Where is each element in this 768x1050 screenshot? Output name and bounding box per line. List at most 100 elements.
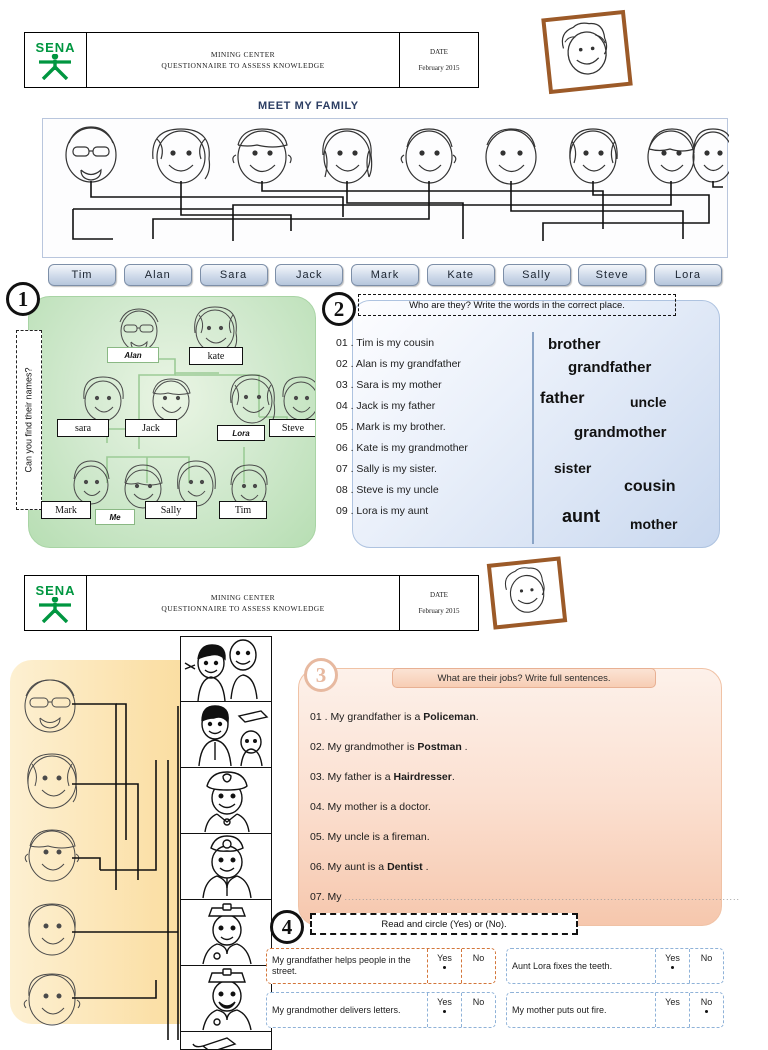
answer-option-yes[interactable]: Yes [427,949,461,983]
word-bank-item: aunt [562,506,600,526]
line-number: 02. [310,741,325,753]
exercise-4-prompt: Read and circle (Yes) or (No). [310,913,578,935]
name-chip-tim[interactable]: Tim [48,264,116,286]
job-picture-strip [180,636,272,1050]
answer-option-no[interactable]: No [461,993,495,1027]
line-answer[interactable]: Hairdresser [393,771,452,783]
job-picture-doctor [180,834,272,900]
no-mark [477,1010,480,1013]
tree-label-jack: Jack [125,419,177,437]
date-label: DATE [430,48,448,56]
exercise-3-answer-list: 01 . My grandfather is a Policeman. 02. … [310,702,739,912]
word-bank-item: father [540,390,585,407]
name-chip-lora[interactable]: Lora [654,264,722,286]
word-bank-item: cousin [624,478,676,495]
sentence-item: 03 . Sara is my mother [336,379,442,391]
job-picture-policewoman [180,900,272,966]
answer-option-no[interactable]: No [689,949,723,983]
girl-face-icon-2 [504,567,545,613]
org-line-2-copy: QUESTIONNAIRE TO ASSESS KNOWLEDGE [161,604,325,613]
line-text: My grandmother is [327,741,418,753]
fireman-icon [204,771,250,833]
question-text: My grandmother delivers letters. [272,1004,401,1015]
date-value: February 2015 [418,64,460,72]
line-number: 07. [310,891,325,903]
answer-option-no[interactable]: No [689,993,723,1027]
family-tree-diagram-panel [42,118,729,258]
yes-label: Yes [665,953,680,963]
line-answer[interactable]: Dentist [387,861,423,873]
no-label: No [700,953,713,963]
tree-label-steve: Steve [269,419,315,437]
name-chip-mark[interactable]: Mark [351,264,419,286]
page-title: MEET MY FAMILY [258,100,359,112]
sentence-item: 01 . Tim is my cousin [336,337,435,349]
line-tail: . [451,771,455,783]
header-org-info: MINING CENTER QUESTIONNAIRE TO ASSESS KN… [87,33,400,87]
word-bank-item: uncle [630,394,667,410]
exercise-2-sentence-list: 01 . Tim is my cousin 02 . Alan is my gr… [336,334,526,521]
date-label-2: DATE [430,591,448,599]
yes-no-question-row[interactable]: My grandfather helps people in the stree… [266,948,496,984]
question-text: My grandfather helps people in the stree… [272,955,411,976]
job-answer-line: 03. My father is a Hairdresser. [310,762,710,792]
job-answer-line: 01 . My grandfather is a Policeman. [310,702,710,732]
tree-label-lora: Lora [217,425,265,441]
line-number: 06. [310,861,325,873]
name-chip-jack[interactable]: Jack [275,264,344,286]
sentence-item: 09 . Lora is my aunt [336,505,429,517]
name-chip-steve[interactable]: Steve [578,264,647,286]
document-header-bottom: SENA MINING CENTER QUESTIONNAIRE TO ASSE… [24,575,479,631]
line-number: 05. [310,831,325,843]
document-header-top: SENA MINING CENTER QUESTIONNAIRE TO ASSE… [24,32,479,88]
can-you-find-their-names-label: Can you find their names? [16,330,42,510]
name-chip-sara[interactable]: Sara [199,264,268,286]
exercise-1-panel: Alan kate sara Jack Lora Steve Mark Me S… [28,296,316,548]
org-line-1-copy: MINING CENTER [210,592,276,602]
answer-option-yes[interactable]: Yes [655,949,689,983]
org-line-1: MINING CENTER [210,49,276,59]
name-chip-kate[interactable]: Kate [426,264,495,286]
question-text: My mother puts out fire. [512,1004,607,1015]
answer-option-yes[interactable]: Yes [427,993,461,1027]
org-line-2: QUESTIONNAIRE TO ASSESS KNOWLEDGE [161,61,325,70]
line-tail: . [461,741,468,753]
line-number: 01 . [310,711,328,723]
line-text: My grandfather is a [330,711,424,723]
name-chip-alan[interactable]: Alan [123,264,192,286]
line-answer[interactable]: Postman [417,741,462,753]
answer-option-no[interactable]: No [461,949,495,983]
word-bank-item: brother [548,336,601,353]
line-text: My father is a [327,771,394,783]
yes-no-question-row[interactable]: Aunt Lora fixes the teeth. Yes No [506,948,724,984]
yes-no-question-row[interactable]: My mother puts out fire. Yes No [506,992,724,1028]
job-answer-line: 05. My uncle is a fireman. [310,822,710,852]
job-answer-line: 04. My mother is a doctor. [310,792,710,822]
exercise-2-word-bank: brother grandfather father uncle grandmo… [532,332,712,544]
answer-option-yes[interactable]: Yes [655,993,689,1027]
sentence-item: 02 . Alan is my grandfather [336,358,461,370]
blank-dots[interactable]: ........................................… [344,892,741,902]
yes-mark [671,1010,674,1013]
tree-label-me: Me [95,509,135,525]
exercise-3-badge: 3 [304,658,338,692]
name-chip-sally[interactable]: Sally [502,264,571,286]
header-date-cell-2: DATE February 2015 [400,576,478,630]
mail-icon [192,1037,237,1049]
yes-no-question-row[interactable]: My grandmother delivers letters. Yes No [266,992,496,1028]
tree-label-sally: Sally [145,501,197,519]
exercise-2-badge: 2 [322,292,356,326]
no-label: No [472,997,485,1007]
job-answer-line: 02. My grandmother is Postman . [310,732,710,762]
no-label: No [472,953,485,963]
yes-label: Yes [437,953,452,963]
line-answer[interactable]: Policeman [423,711,476,723]
line-tail: . [422,861,429,873]
line-text: My mother is a doctor. [327,801,431,813]
yes-label: Yes [665,997,680,1007]
line-tail: . [475,711,479,723]
date-value-2: February 2015 [418,607,460,615]
tree-label-alan: Alan [107,347,159,363]
word-bank-item: grandmother [574,424,667,441]
job-picture-policeman [180,966,272,1032]
